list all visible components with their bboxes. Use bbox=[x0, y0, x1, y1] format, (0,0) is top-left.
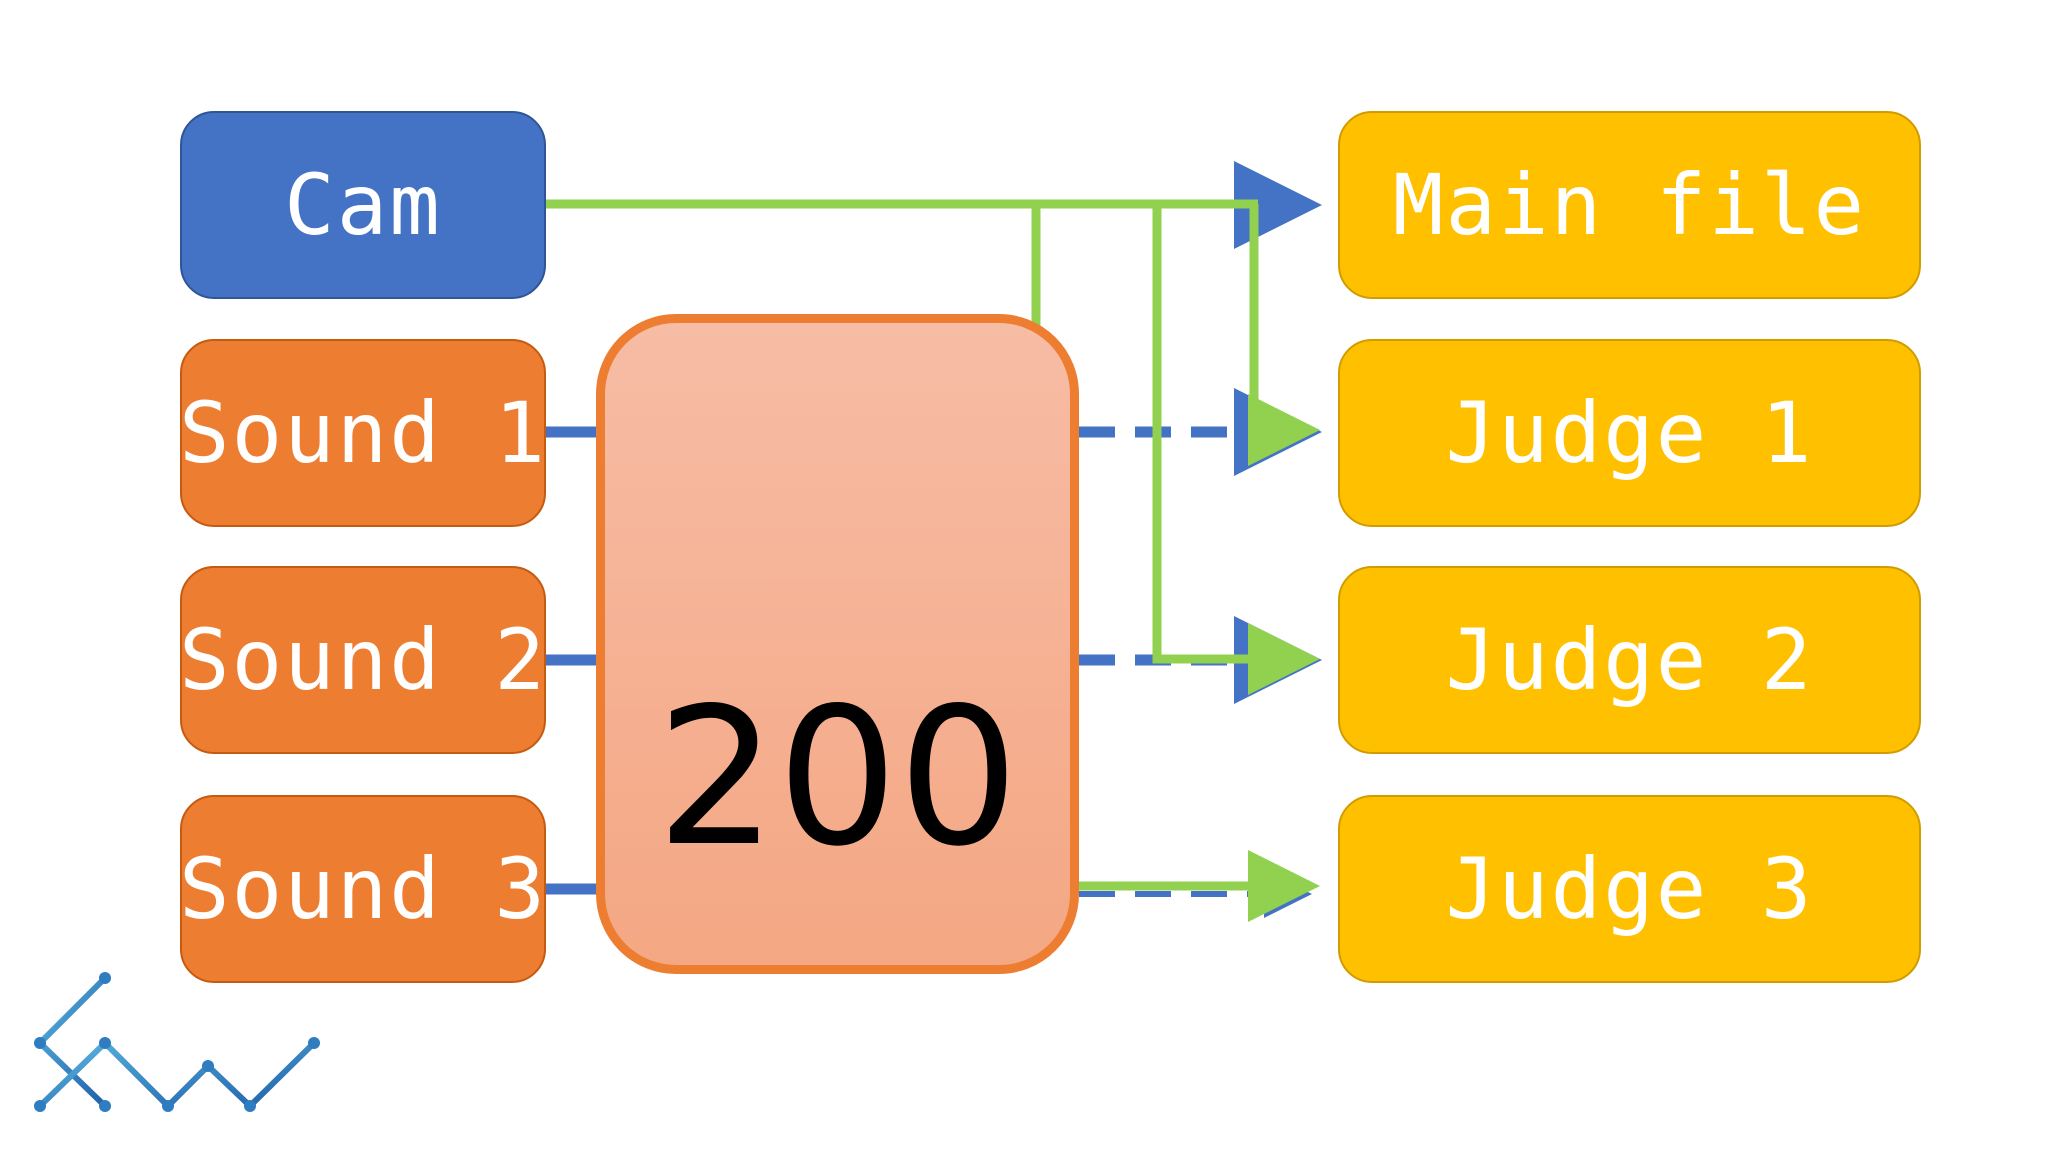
hub-node: 200 bbox=[596, 314, 1079, 974]
judge3-node: Judge 3 bbox=[1338, 795, 1921, 983]
cam-to-judge2-video-line bbox=[1152, 204, 1320, 695]
sound3-node: Sound 3 bbox=[179, 795, 548, 983]
zigzag-network-logo-icon bbox=[34, 972, 320, 1112]
judge2-node: Judge 2 bbox=[1338, 566, 1921, 754]
judge3-label: Judge 3 bbox=[1445, 840, 1814, 938]
judge1-label: Judge 1 bbox=[1445, 384, 1814, 482]
judge1-node: Judge 1 bbox=[1338, 339, 1921, 527]
sound1-label: Sound 1 bbox=[179, 384, 548, 482]
sound1-node: Sound 1 bbox=[179, 339, 548, 527]
sound2-label: Sound 2 bbox=[179, 611, 548, 709]
hub-value: 200 bbox=[656, 667, 1019, 888]
sound2-node: Sound 2 bbox=[179, 566, 548, 754]
main-file-label: Main file bbox=[1392, 156, 1867, 254]
main-file-node: Main file bbox=[1338, 111, 1921, 299]
cam-to-judge1-video-line bbox=[1248, 204, 1320, 466]
cam-label: Cam bbox=[284, 156, 442, 254]
judge2-label: Judge 2 bbox=[1445, 611, 1814, 709]
sound3-label: Sound 3 bbox=[179, 840, 548, 938]
cam-node: Cam bbox=[180, 111, 546, 299]
